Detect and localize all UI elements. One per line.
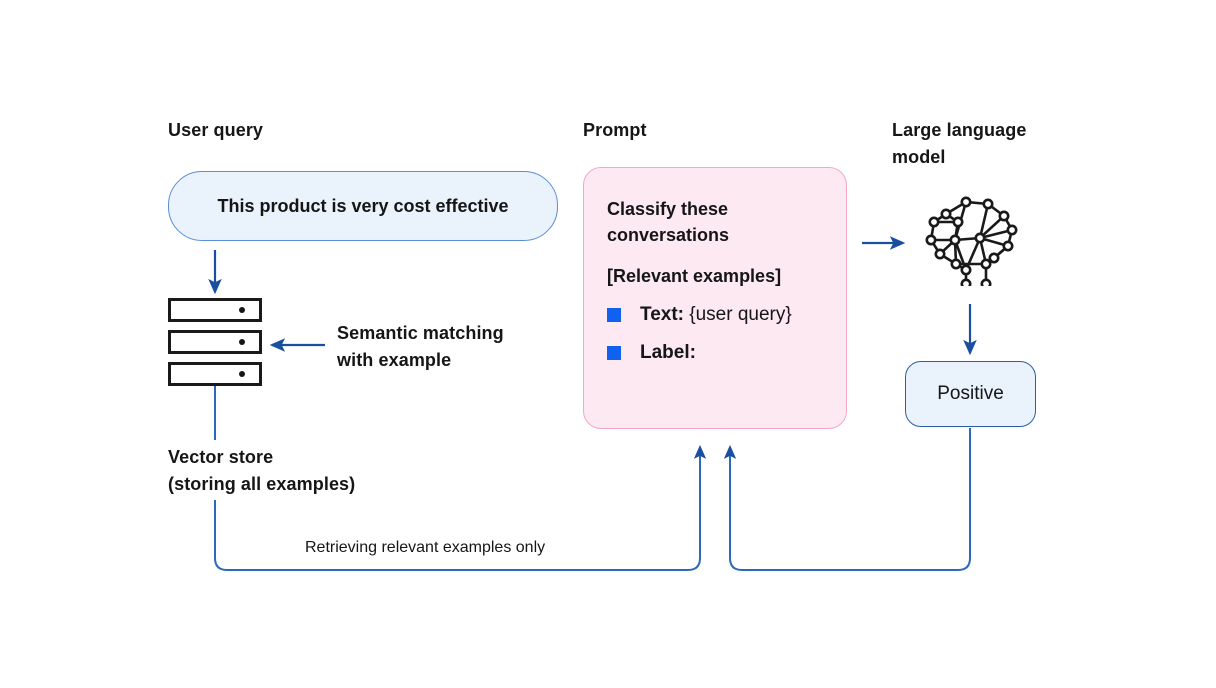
prompt-bullet-text: Text: {user query} xyxy=(607,303,846,327)
retrieval-caption: Retrieving relevant examples only xyxy=(305,539,546,556)
prompt-heading: Prompt xyxy=(583,120,647,140)
prompt-line-2: conversations xyxy=(607,225,730,245)
user-query-text: This product is very cost effective xyxy=(217,195,509,216)
slab-dot-icon xyxy=(239,371,245,377)
prompt-box[interactable]: Classify these conversations [Relevant e… xyxy=(583,167,847,429)
database-stack-icon[interactable] xyxy=(168,298,264,386)
blue-square-bullet-icon xyxy=(607,308,621,322)
slab-dot-icon xyxy=(239,307,245,313)
prompt-line-3: [Relevant examples] xyxy=(607,266,782,286)
user-query-box[interactable]: This product is very cost effective xyxy=(168,171,558,241)
prompt-bullet-1-bold: Text: xyxy=(640,304,684,325)
output-positive-box[interactable]: Positive xyxy=(905,361,1036,427)
database-slab xyxy=(168,330,262,354)
neural-network-brain-icon xyxy=(922,192,1022,290)
database-slab xyxy=(168,362,262,386)
semantic-matching-label: Semantic matching with example xyxy=(337,323,504,370)
llm-heading: Large language model xyxy=(892,120,1027,167)
slab-dot-icon xyxy=(239,339,245,345)
database-slab xyxy=(168,298,262,322)
vector-store-caption: Vector store (storing all examples) xyxy=(168,447,356,494)
prompt-line-1: Classify these xyxy=(607,199,729,219)
prompt-bullet-text-label: Text: {user query} xyxy=(640,303,792,327)
prompt-bullet-1-rest: {user query} xyxy=(683,304,792,325)
user-query-heading: User query xyxy=(168,120,264,140)
prompt-bullet-2-bold: Label: xyxy=(640,342,696,363)
output-label: Positive xyxy=(937,383,1004,404)
blue-square-bullet-icon xyxy=(607,346,621,360)
prompt-spacer xyxy=(607,248,846,263)
prompt-bullet-label: Label: xyxy=(607,341,846,365)
prompt-bullet-label-label: Label: xyxy=(640,341,696,365)
path-output-to-prompt xyxy=(723,428,971,571)
